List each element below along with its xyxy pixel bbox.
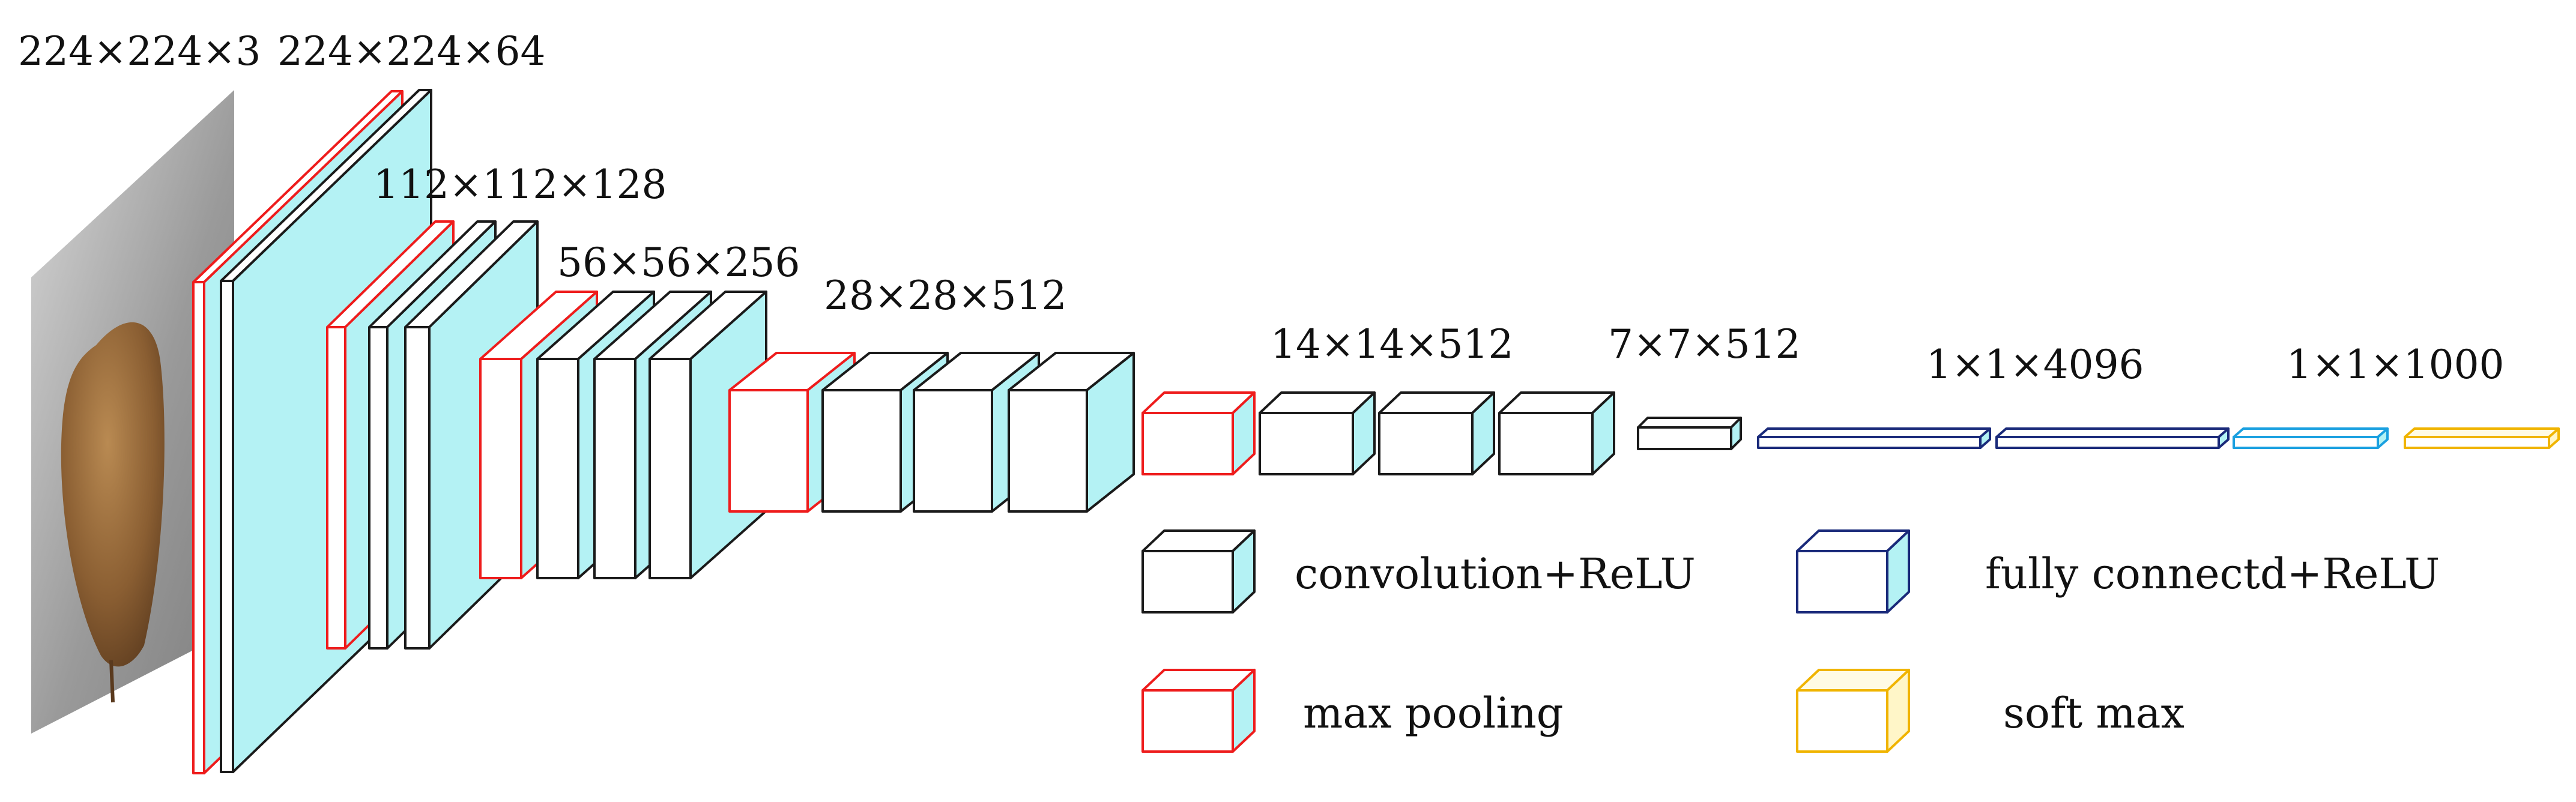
input-size-label: 224×224×3 <box>18 28 261 74</box>
legend-pool-icon <box>1141 669 1256 753</box>
legend-pool-label: max pooling <box>1303 689 1564 738</box>
pool5-size-label: 7×7×512 <box>1608 321 1801 367</box>
network-layers <box>192 89 2560 774</box>
softmax-layer <box>2404 427 2560 449</box>
output-size-label: 1×1×1000 <box>2287 342 2505 388</box>
pool5-output-box <box>1637 417 1742 450</box>
fc-layer-1 <box>1757 427 1991 449</box>
fc-layer-2 <box>1995 427 2230 449</box>
legend-softmax-label: soft max <box>2003 689 2184 738</box>
legend-fc-icon <box>1796 529 1910 614</box>
block5-size-label: 14×14×512 <box>1271 321 1514 367</box>
legend-conv-icon <box>1141 529 1256 614</box>
legend: convolution+ReLU fully connectd+ReLU max… <box>1141 529 2440 753</box>
fc-size-label: 1×1×4096 <box>1926 342 2144 388</box>
block3-size-label: 56×56×256 <box>557 240 800 286</box>
block5-conv-layer-1 <box>1259 391 1376 475</box>
block2-size-label: 112×112×128 <box>373 161 667 208</box>
legend-softmax-icon <box>1796 669 1910 753</box>
legend-fc-label: fully connectd+ReLU <box>1985 549 2440 598</box>
block4-size-label: 28×28×512 <box>824 273 1067 319</box>
block1-size-label: 224×224×64 <box>277 28 546 74</box>
fc-layer-3 <box>2233 427 2389 449</box>
block5-conv-layer-3 <box>1498 391 1615 475</box>
block5-conv-layer-2 <box>1378 391 1495 475</box>
block5-pool-box <box>1141 391 1256 475</box>
input-image <box>31 90 234 734</box>
legend-conv-label: convolution+ReLU <box>1295 549 1696 598</box>
block4-conv-layer-3 <box>1008 352 1135 513</box>
